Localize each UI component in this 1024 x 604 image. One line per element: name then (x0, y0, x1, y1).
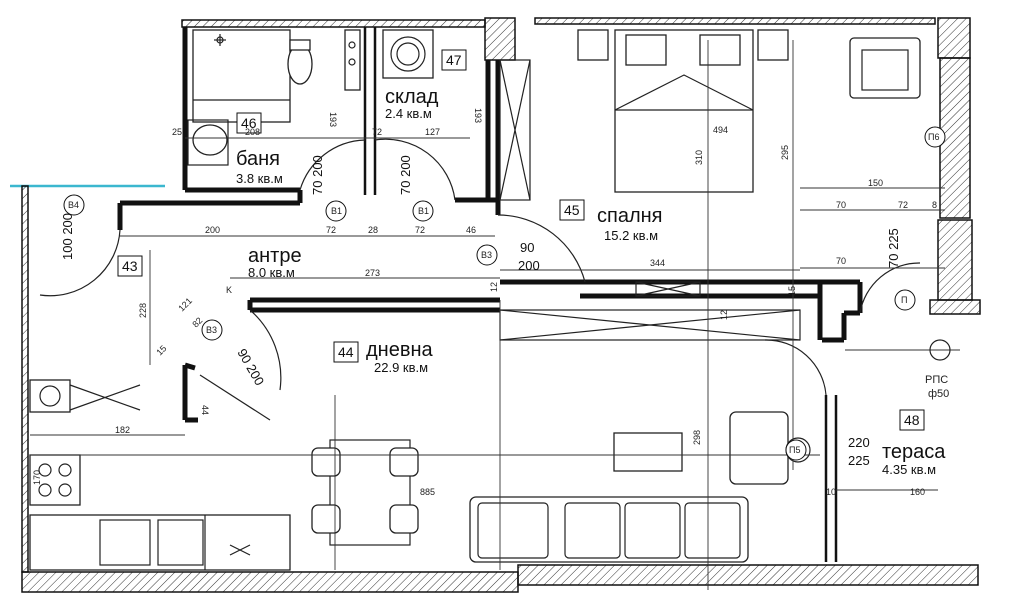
room-number-closet: 43 (122, 258, 138, 274)
dim-44: 44 (200, 405, 210, 415)
door-tag-p6: П6 (928, 132, 939, 142)
dim-72c: 72 (372, 127, 382, 137)
door-b3a-h: 200 (518, 258, 540, 273)
room-number-storage: 47 (446, 52, 462, 68)
door-b3b-dims: 90 200 (234, 346, 267, 388)
dimension-lines (30, 40, 960, 590)
door-b4-dims: 100 200 (60, 213, 75, 260)
storage-fixtures (382, 29, 434, 79)
dim-15: 15 (787, 286, 797, 296)
room-name-hall: антре (248, 245, 302, 267)
sofa (469, 496, 749, 563)
door-b3a-w: 90 (520, 240, 534, 255)
door-b1b-dims: 70 200 (398, 155, 413, 195)
dim-344: 344 (650, 258, 665, 268)
dim-70b: 70 (836, 256, 846, 266)
room-area-terrace: 4.35 кв.м (882, 462, 936, 477)
dim-295: 295 (780, 145, 790, 160)
dim-25: 25 (172, 127, 182, 137)
dining-set (311, 439, 419, 546)
room-name-terrace: тераса (882, 441, 946, 463)
dim-121: 121 (176, 296, 194, 314)
room-area-storage: 2.4 кв.м (385, 106, 432, 121)
room-number-boxes (117, 49, 925, 431)
dim-208: 208 (245, 127, 260, 137)
room-number-bath: 46 (241, 115, 257, 131)
dim-182: 182 (115, 425, 130, 435)
door-swings (39, 138, 921, 421)
dim-150: 150 (868, 178, 883, 188)
dim-494: 494 (713, 125, 728, 135)
room-name-bedroom: спалня (597, 205, 663, 227)
dim-k: K (226, 285, 232, 295)
rps-diameter: ф50 (928, 388, 949, 400)
room-name-living: дневна (366, 339, 434, 361)
door-p-dims: 70 225 (886, 228, 901, 268)
dim-15b: 15 (154, 343, 168, 357)
dim-170: 170 (32, 470, 42, 485)
room-number-terrace: 48 (904, 412, 920, 428)
dim-885: 885 (420, 487, 435, 497)
dim-72b: 72 (415, 225, 425, 235)
room-area-bedroom: 15.2 кв.м (604, 228, 658, 243)
room-name-storage: склад (385, 86, 439, 108)
rps-label: РПС (925, 374, 948, 386)
dim-72a: 72 (326, 225, 336, 235)
dim-46: 46 (466, 225, 476, 235)
room-area-hall: 8.0 кв.м (248, 265, 295, 280)
door-b1a-dims: 70 200 (310, 155, 325, 195)
door-tag-p: П (901, 295, 907, 305)
door-tag-b1a: B1 (331, 206, 342, 216)
room-number-living: 44 (338, 344, 354, 360)
dim-28: 28 (368, 225, 378, 235)
dim-200: 200 (205, 225, 220, 235)
bath-fixtures (187, 29, 361, 166)
bed (577, 29, 921, 193)
door-tag-b3a: B3 (481, 250, 492, 260)
dim-220: 220 (848, 435, 870, 450)
room-area-living: 22.9 кв.м (374, 360, 428, 375)
wardrobe (499, 59, 531, 201)
door-tag-b3b: B3 (206, 325, 217, 335)
door-tag-b4: B4 (68, 200, 79, 210)
dim-225: 225 (848, 453, 870, 468)
closet-hatch (69, 384, 141, 411)
dim-193a: 193 (328, 112, 338, 127)
dim-70a: 70 (836, 200, 846, 210)
kitchen (29, 379, 291, 571)
dim-72d: 72 (898, 200, 908, 210)
wardrobe-2 (499, 281, 801, 341)
room-name-bath: баня (236, 148, 280, 170)
dim-160: 160 (910, 487, 925, 497)
dim-228: 228 (138, 303, 148, 318)
door-markers (63, 126, 951, 461)
room-area-bath: 3.8 кв.м (236, 171, 283, 186)
door-tag-p5: П5 (789, 445, 800, 455)
dim-12b: 12 (719, 310, 729, 320)
dim-273: 273 (365, 268, 380, 278)
dim-10: 10 (826, 487, 836, 497)
room-number-bedroom: 45 (564, 202, 580, 218)
dim-310: 310 (694, 150, 704, 165)
dim-298: 298 (692, 430, 702, 445)
dim-127: 127 (425, 127, 440, 137)
living-furniture (613, 411, 811, 485)
door-tag-b1b: B1 (418, 206, 429, 216)
dim-12a: 12 (489, 282, 499, 292)
dim-8: 8 (932, 200, 937, 210)
dim-193b: 193 (473, 108, 483, 123)
